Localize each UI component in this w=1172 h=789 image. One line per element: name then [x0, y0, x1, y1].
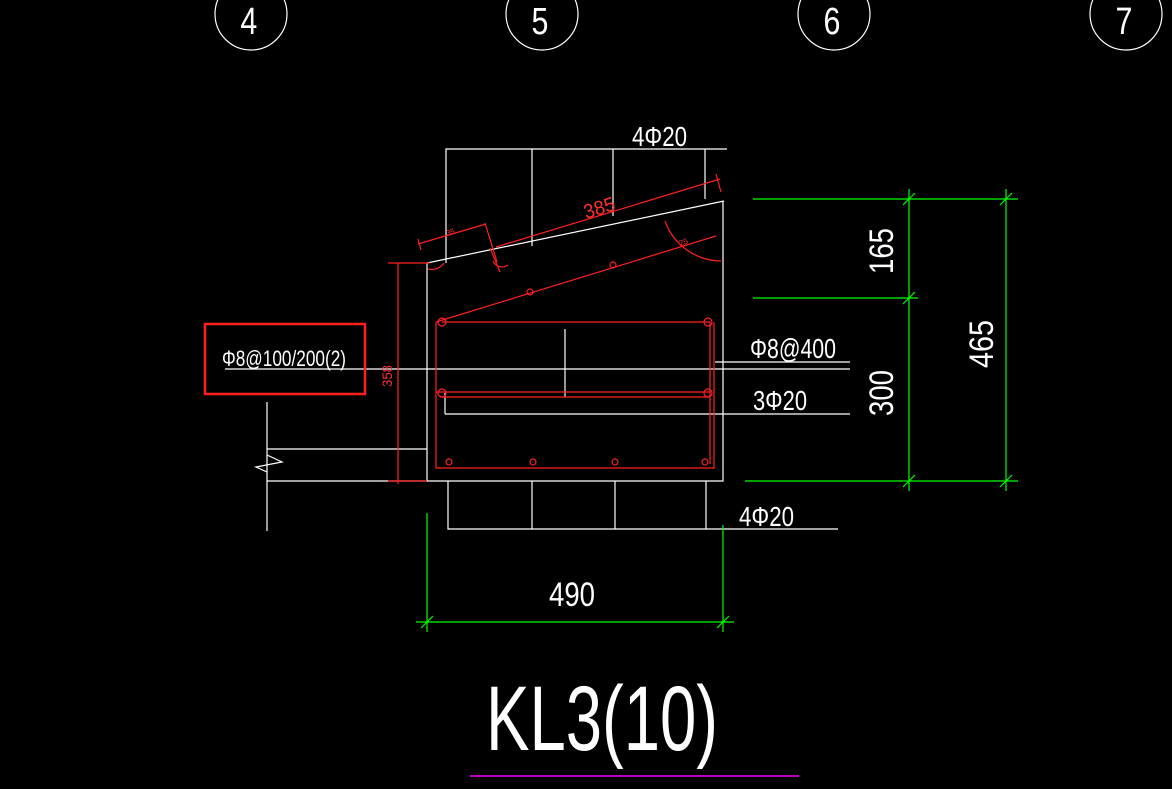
rebar-layout — [388, 173, 722, 484]
dim-small-offset-label: 35 — [445, 227, 457, 238]
beam-title: KL3(10) — [486, 668, 718, 770]
section-outline — [225, 148, 850, 531]
dim-width-label: 490 — [549, 576, 595, 614]
axis-label-7: 7 — [1116, 1, 1133, 43]
axis-bubbles — [214, 0, 1163, 51]
axis-bubble-6 — [797, 0, 871, 51]
top-rebar-label: 4Φ20 — [632, 121, 687, 152]
dim-mid-depth-label: 300 — [863, 370, 901, 416]
dim-top-depth-label: 165 — [863, 228, 901, 274]
stirrup-callout-box — [203, 322, 367, 396]
side-stirrup-label: Φ8@400 — [750, 333, 836, 364]
axis-bubble-7 — [1089, 0, 1163, 51]
bottom-rebar-label: 4Φ20 — [739, 501, 794, 532]
dim-hook-label: 25 — [678, 237, 690, 248]
middle-rebar-label: 3Φ20 — [753, 385, 807, 416]
dim-rebar-height-label: 358 — [379, 365, 395, 387]
axis-label-4: 4 — [240, 1, 257, 43]
stirrup-callout-label: Φ8@100/200(2) — [222, 346, 346, 371]
axis-bubble-5 — [505, 0, 579, 51]
axis-label-6: 6 — [824, 1, 841, 43]
axis-bubble-4 — [214, 0, 288, 51]
axis-label-5: 5 — [532, 1, 549, 43]
dim-total-depth-label: 465 — [963, 320, 1001, 368]
dimension-lines — [416, 189, 1018, 632]
